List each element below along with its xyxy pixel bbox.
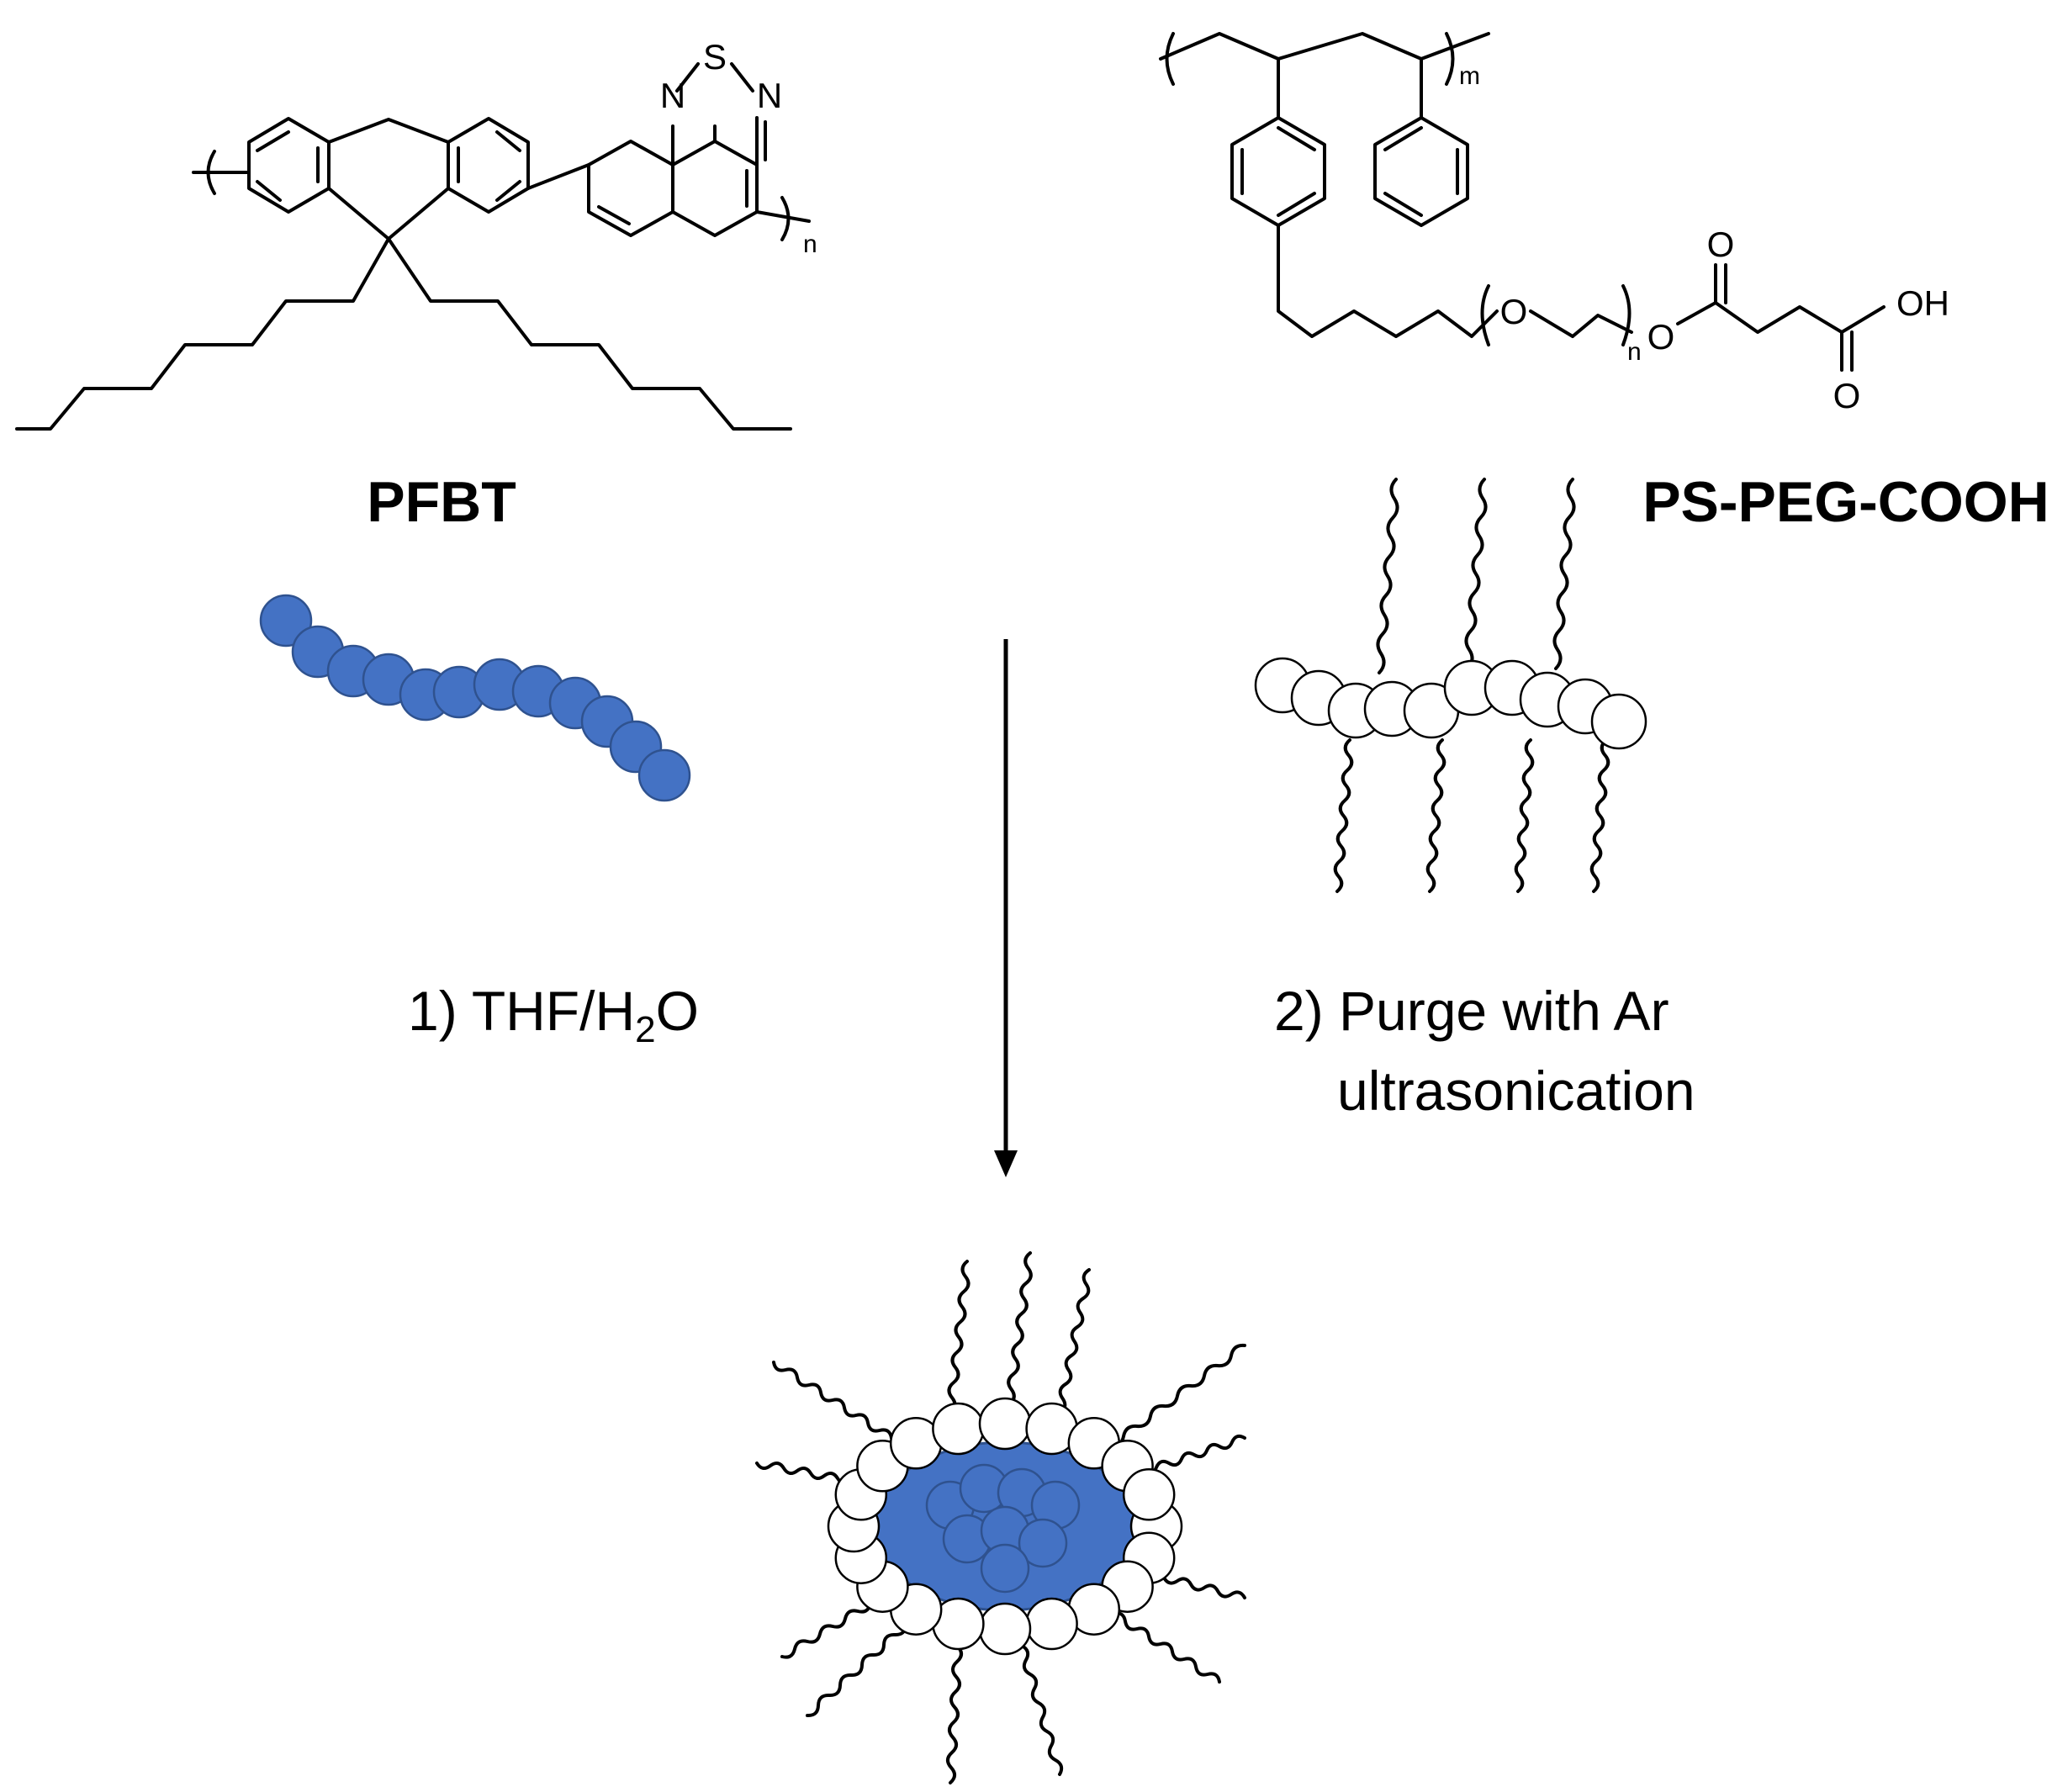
pfbt-n-atom-2: N [757,76,782,115]
corona-peg-tail [1007,1251,1033,1406]
pfbt-n-atom-1: N [660,76,685,115]
peg-tail-up [1552,478,1576,670]
ps-peg-cooh-structure [1159,32,1885,372]
pfbt-name: PFBT [367,470,516,534]
pfbt-bead [637,748,691,802]
peg-tail-down [1514,738,1535,893]
nanoparticle-core-beads [925,1463,1081,1594]
peg-tail-up [1464,478,1488,670]
pfbt-structure [15,62,811,431]
ester-o-atom: O [1647,317,1675,357]
corona-peg-tail [947,1260,970,1414]
corona-peg-tail [946,1630,963,1784]
pfbt-bead [259,594,313,648]
ps-bead [1590,693,1647,750]
shell-bead [1025,1597,1078,1651]
nanoparticle-ps-shell [827,1397,1183,1656]
ps-peg-bead-chain [1254,657,1647,750]
corona-peg-tail [806,1612,918,1718]
corona-peg-tail [1058,1268,1091,1414]
ps-peg-cooh-name: PS-PEG-COOH [1642,470,2049,534]
shell-bead [978,1602,1032,1656]
shell-bead [932,1402,985,1456]
step2-label-line1: 2) Purge with Ar [1274,980,1669,1042]
peg-tail-up [1376,478,1399,674]
peg-o-atom: O [1500,292,1528,331]
corona-peg-tail [1013,1630,1064,1776]
corona-peg-tail [1108,1343,1246,1449]
peg-repeat-n: n [1627,338,1642,366]
step2-label-line2: ultrasonication [1337,1060,1695,1122]
ps-peg-peg-tails [1333,478,1610,893]
nanoparticle-peg-corona [755,1251,1246,1784]
shell-bead [978,1397,1032,1451]
shell-bead [1122,1468,1176,1521]
pfbt-s-atom: S [703,37,727,77]
peg-tail-down [1425,738,1446,893]
peg-tail-down [1589,738,1610,893]
pfbt-bead-chain [259,594,691,802]
core-bead [1018,1518,1068,1568]
peg-tail-down [1333,738,1354,893]
oh-group: OH [1896,283,1949,323]
carbonyl-o-atom-2: O [1833,376,1861,415]
ps-repeat-m: m [1459,62,1480,90]
carbonyl-o-atom-1: O [1707,225,1735,264]
step1-label: 1) THF/H2O [408,980,699,1050]
core-bead [980,1543,1030,1594]
corona-peg-tail [1100,1604,1221,1684]
reaction-arrow [994,639,1018,1177]
pfbt-repeat-n: n [803,230,817,258]
corona-peg-tail [772,1361,893,1440]
